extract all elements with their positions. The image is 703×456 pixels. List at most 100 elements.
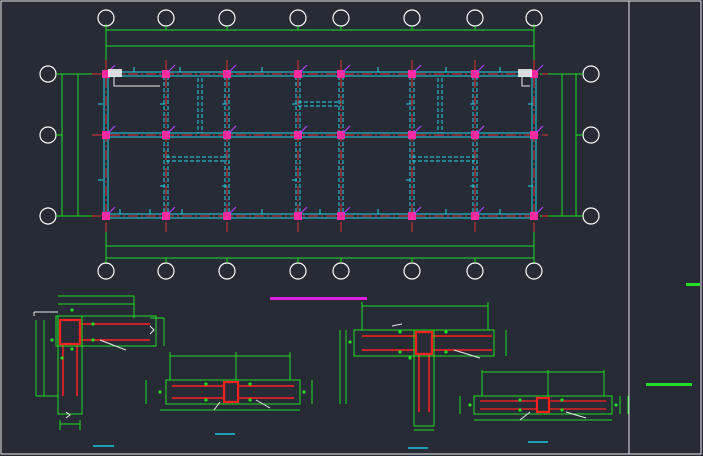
detail-node [444, 350, 448, 354]
column-square [102, 70, 110, 78]
column-square [294, 212, 302, 220]
detail-node [408, 356, 412, 360]
column-leader [535, 125, 544, 134]
detail-node [91, 338, 95, 342]
grid-bubble-left [39, 126, 57, 144]
column-square [530, 212, 538, 220]
detail-line [565, 411, 587, 419]
column-leader [476, 125, 485, 134]
column-leader [413, 206, 422, 215]
column-leader [535, 206, 544, 215]
detail-node [398, 330, 402, 334]
grid-bubble-right [582, 65, 600, 83]
grid-bubble-bottom [97, 262, 115, 280]
title-block-marks [646, 283, 700, 386]
column-leader [228, 64, 237, 73]
detail-node [468, 403, 472, 407]
column-leader [167, 125, 176, 134]
detail-node [614, 403, 618, 407]
grid-bubble-bottom [157, 262, 175, 280]
detail-rect [414, 330, 434, 356]
grid-bubble-top [218, 9, 236, 27]
column-leader [342, 64, 351, 73]
detail-node [560, 398, 564, 402]
section-details [33, 295, 629, 431]
column-square [471, 212, 479, 220]
column-markers [102, 64, 544, 220]
detail-line [453, 349, 481, 359]
detail-line [213, 401, 221, 411]
column-square [102, 131, 110, 139]
grid-bubble-top [525, 9, 543, 27]
grid-bubble-top [157, 9, 175, 27]
detail-node [348, 340, 352, 344]
grid-bubble-bottom [289, 262, 307, 280]
column-square [337, 131, 345, 139]
detail-node [50, 338, 54, 342]
top-dimension-lines [105, 24, 535, 264]
detail-node [398, 350, 402, 354]
detail-rect [165, 379, 301, 405]
detail-rect [58, 318, 82, 346]
column-square [337, 70, 345, 78]
detail-node [248, 398, 252, 402]
column-leader [228, 206, 237, 215]
column-leader [167, 206, 176, 215]
detail-node [204, 382, 208, 386]
column-square [294, 131, 302, 139]
detail-node [204, 398, 208, 402]
detail-node [158, 390, 162, 394]
detail-line [99, 339, 127, 351]
detail-line [255, 399, 271, 409]
beam-lines [98, 67, 538, 220]
column-square [223, 70, 231, 78]
grid-bubble-bottom [525, 262, 543, 280]
column-square [408, 131, 416, 139]
column-leader [476, 206, 485, 215]
column-square [471, 131, 479, 139]
column-square [223, 131, 231, 139]
column-square [408, 212, 416, 220]
detail-node [560, 408, 564, 412]
plan-title-underline [270, 297, 367, 300]
column-square [102, 212, 110, 220]
corner-hatches [108, 69, 532, 87]
column-square [530, 70, 538, 78]
detail-node [444, 330, 448, 334]
detail-line [391, 323, 403, 327]
grid-bubble-left [39, 207, 57, 225]
detail-rect [473, 395, 613, 415]
detail-line [519, 411, 531, 421]
grid-bubble-right [582, 126, 600, 144]
column-leader [107, 206, 116, 215]
column-leader [299, 206, 308, 215]
column-square [223, 212, 231, 220]
side-dimension-lines [56, 73, 582, 217]
grid-bubble-bottom [332, 262, 350, 280]
column-leader [167, 64, 176, 73]
column-leader [107, 125, 116, 134]
column-leader [413, 125, 422, 134]
grid-bubble-top [466, 9, 484, 27]
column-leader [413, 64, 422, 73]
column-leader [299, 125, 308, 134]
column-square [294, 70, 302, 78]
column-square [530, 131, 538, 139]
grid-bubble-bottom [466, 262, 484, 280]
column-leader [535, 64, 544, 73]
grid-bubble-bottom [403, 262, 421, 280]
column-square [471, 70, 479, 78]
detail-node [518, 408, 522, 412]
break-mark [149, 325, 155, 335]
detail-node [60, 356, 64, 360]
column-square [408, 70, 416, 78]
column-leader [299, 64, 308, 73]
column-leader [228, 125, 237, 134]
column-leader [342, 206, 351, 215]
grid-bubble-top [289, 9, 307, 27]
detail-node [91, 322, 95, 326]
grid-bubble-top [332, 9, 350, 27]
